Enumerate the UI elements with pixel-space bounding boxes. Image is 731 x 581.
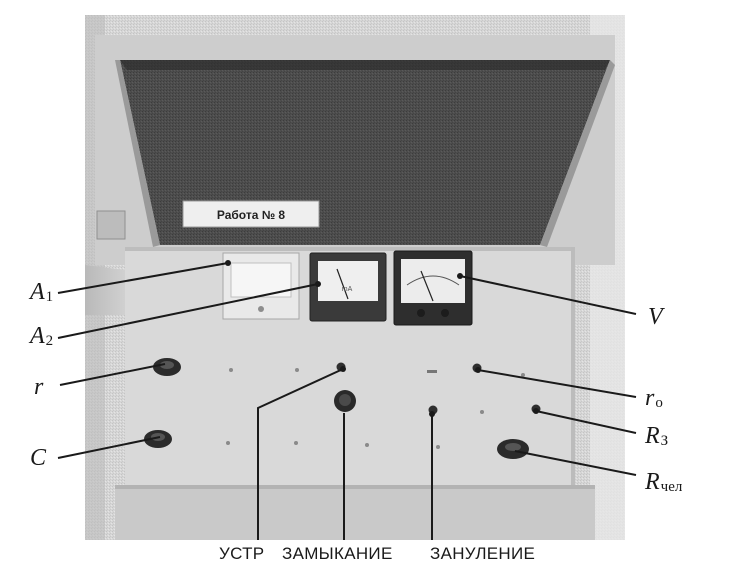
display-cavity [120, 60, 610, 245]
cavity-left-bevel [115, 60, 160, 247]
terminal-ustr [336, 362, 346, 372]
cavity-right-bevel [540, 60, 615, 247]
panel-bevel-right [571, 247, 575, 492]
label-rchel: Rчел [645, 469, 683, 495]
voltmeter-knob [417, 309, 425, 317]
voltmeter-needle [420, 270, 434, 302]
voltmeter-face [401, 259, 465, 303]
label-a1: A1 [30, 279, 54, 305]
ammeter-a2-needle [336, 268, 349, 300]
dash-mark [427, 370, 437, 373]
label-r: r [34, 374, 44, 400]
terminal-rz [531, 404, 541, 414]
label-v: V [648, 304, 663, 330]
bottom-edge [115, 485, 595, 489]
cavity-inner-shade [120, 60, 610, 70]
ammeter-a1-screw [258, 306, 264, 312]
caption-ustr: УСТР [219, 544, 265, 563]
label-r0: ro [645, 385, 663, 411]
label-rz: RЗ [645, 423, 669, 449]
terminal-zanulenie [428, 405, 438, 415]
label-c: C [30, 445, 47, 471]
caption-zamykanie: ЗАМЫКАНИЕ [282, 544, 393, 563]
ammeter-a1-face [230, 262, 292, 298]
side-gadget [96, 210, 126, 240]
svg-text:mA: mA [342, 286, 353, 293]
stand-bottom-frame [115, 485, 595, 540]
panel-bevel-top [125, 247, 575, 251]
ammeter-a2-face [318, 261, 378, 301]
caption-zanulenie: ЗАНУЛЕНИЕ [430, 544, 536, 563]
terminal-r0 [472, 363, 482, 373]
label-a2: A2 [30, 323, 54, 349]
work-sign [182, 200, 320, 228]
lab-stand-photo: Работа № 8 mA [85, 15, 625, 540]
work-sign-text: Работа № 8 [217, 208, 286, 222]
